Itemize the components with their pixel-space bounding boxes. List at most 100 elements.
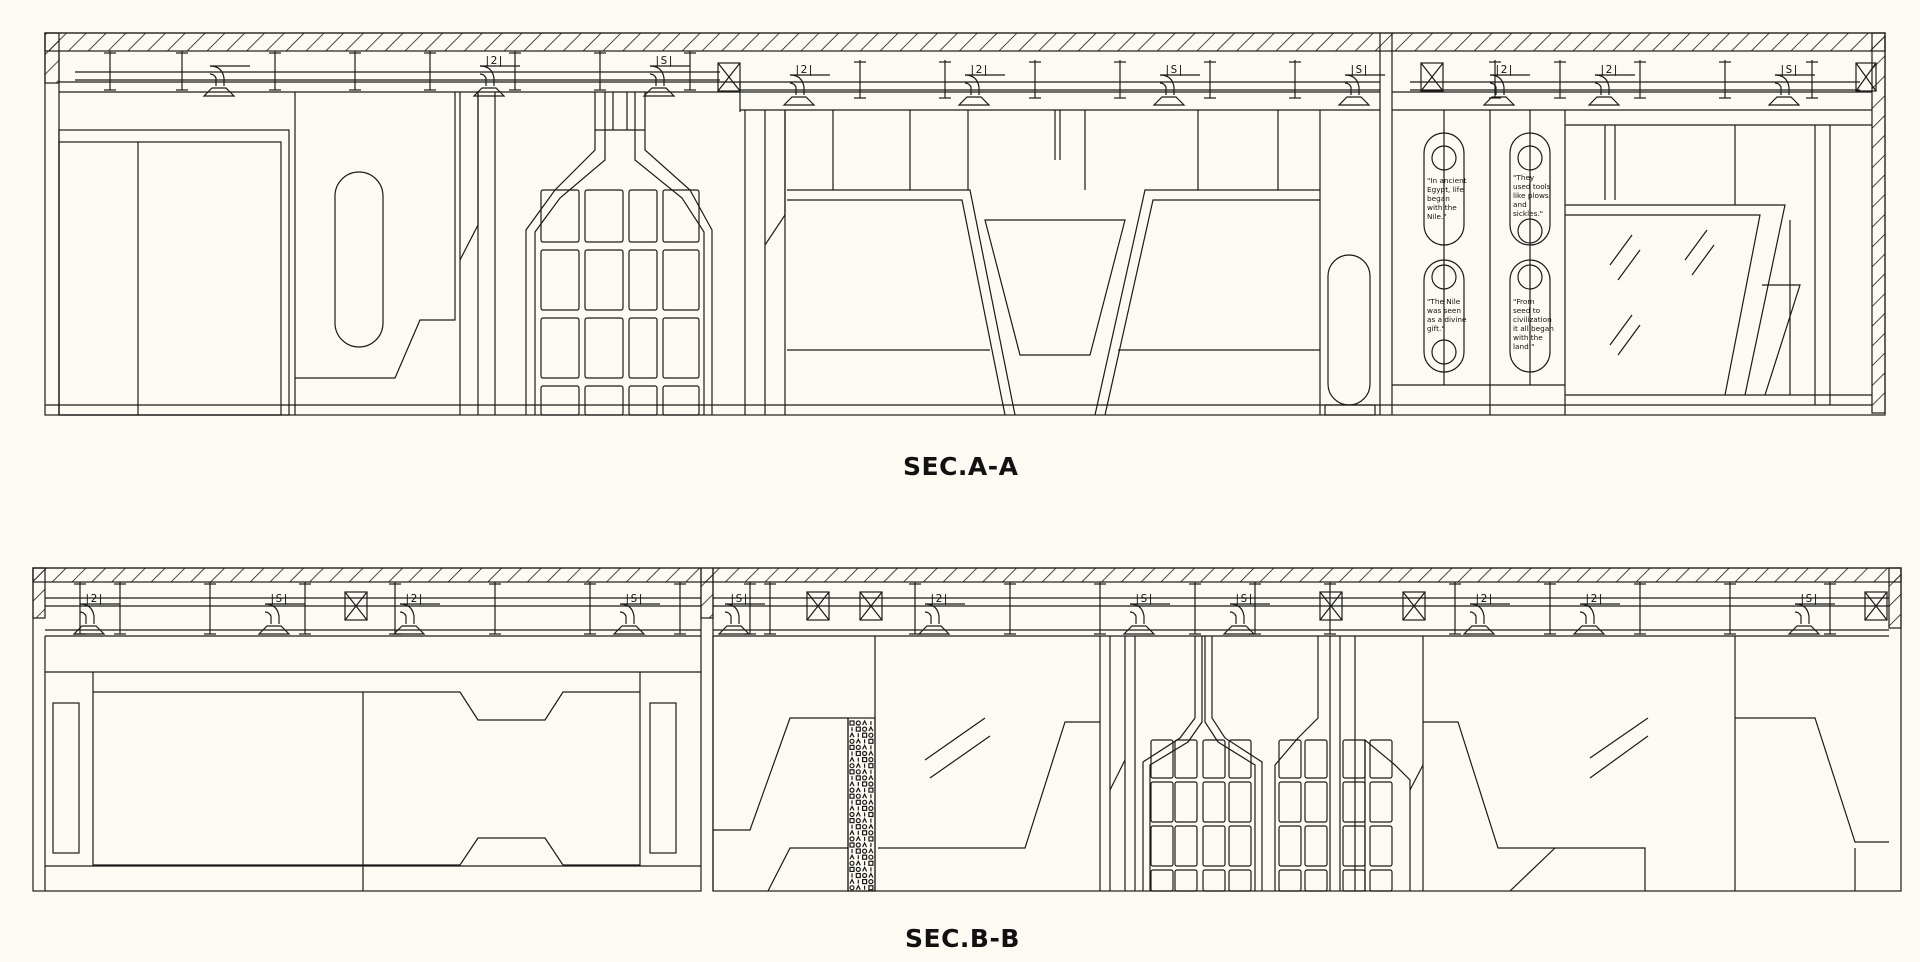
- glyph-icon: [849, 756, 855, 762]
- window-pane: [662, 189, 700, 243]
- hanger-icon: [584, 582, 596, 635]
- duct-elbow-icon: [257, 603, 305, 635]
- duct-size-label: |S|: [269, 592, 289, 605]
- glyph-icon: [849, 731, 855, 738]
- window-pane: [1174, 781, 1198, 823]
- glyph-icon: [849, 744, 855, 751]
- hanger-icon: [1724, 582, 1736, 635]
- duct-elbow-icon: [782, 74, 830, 106]
- glyph-icon: [855, 866, 861, 873]
- window-pane: [1304, 781, 1328, 823]
- right-wall-hatch-b: [1888, 567, 1902, 629]
- window-pane: [1278, 869, 1302, 892]
- hangers-b: [74, 582, 1836, 635]
- window-pane: [1304, 825, 1328, 867]
- glyph-icon: [868, 847, 874, 854]
- window-pane: [1228, 869, 1252, 892]
- hanger-icon: [1449, 582, 1461, 635]
- window-pane: [540, 317, 580, 379]
- glyph-icon: [868, 885, 874, 891]
- duct-elbow-icon: [1337, 74, 1385, 106]
- duct-elbow-icon: [202, 65, 250, 97]
- duct-elbow-icon: [392, 603, 440, 635]
- window-pane: [1369, 825, 1393, 867]
- glyph-icon: [868, 750, 874, 756]
- glyph-icon: [855, 884, 861, 890]
- window-pane: [628, 249, 658, 311]
- duct-elbow-icon: [1572, 603, 1620, 635]
- duct-elbows-a: [202, 65, 1815, 106]
- hanger-icon: [1204, 60, 1216, 99]
- duct-size-label: |2|: [404, 592, 424, 605]
- glyph-icon: [861, 872, 868, 879]
- glyph-icon: [855, 872, 861, 879]
- glyph-icon: [849, 811, 855, 818]
- window-grid-b: [1109, 636, 1424, 891]
- hanger-icon: [424, 51, 436, 91]
- glyph-icon: [855, 811, 861, 817]
- duct-size-label: |S|: [729, 592, 749, 605]
- glyph-icon: [868, 823, 874, 829]
- glyph-icon: [861, 854, 868, 860]
- hanger-icon: [204, 582, 216, 635]
- duct-elbow-icon: [472, 65, 520, 97]
- glyph-icon: [862, 866, 868, 872]
- roof-slab-b: [32, 567, 1902, 583]
- glyph-icon: [868, 787, 874, 793]
- duct-size-label: |2|: [1584, 592, 1604, 605]
- window-panes-b: [1150, 739, 1393, 892]
- glyph-icon: [855, 726, 861, 732]
- glyph-icon: [855, 842, 861, 848]
- window-pane: [628, 317, 658, 379]
- duct-elbow-icon: [72, 603, 120, 635]
- glyph-icon: [868, 854, 874, 860]
- hanger-icon: [1004, 582, 1016, 635]
- glyph-icon: [868, 798, 874, 805]
- hanger-icon: [1289, 60, 1301, 99]
- hanger-icon: [594, 51, 606, 91]
- left-room-b: [44, 636, 701, 891]
- glyph-icon: [855, 859, 861, 866]
- glyph-icon: [855, 817, 861, 824]
- glyph-icon: [849, 787, 855, 793]
- quote-capsule: [1509, 132, 1551, 246]
- glyph-icon: [861, 805, 868, 812]
- duct-elbow-icon: [1222, 603, 1270, 635]
- duct-elbow-icon: [1482, 74, 1530, 106]
- glyph-icon: [861, 726, 868, 732]
- hanger-icon: [684, 51, 696, 91]
- hanger-icon: [939, 60, 951, 99]
- glyph-icon: [868, 774, 874, 781]
- hanger-icon: [764, 582, 776, 635]
- glyph-icon: [861, 756, 868, 763]
- hieroglyph-strip: [847, 717, 876, 892]
- glyph-icon: [849, 878, 855, 884]
- window-pane: [584, 385, 624, 416]
- window-pane: [1369, 781, 1393, 823]
- section-a-frame: [44, 32, 1886, 416]
- hangers-a: [104, 51, 1818, 99]
- section-a-drawing: [44, 32, 1886, 416]
- hanger-icon: [744, 582, 756, 635]
- duct-elbow-icon: [1787, 603, 1835, 635]
- window-pane: [1202, 869, 1226, 892]
- dampers-b: [344, 591, 1888, 621]
- duct-size-label: |2|: [794, 63, 814, 76]
- glyph-icon: [849, 738, 855, 744]
- hanger-icon: [509, 51, 521, 91]
- glyph-icon: [861, 750, 868, 757]
- damper-icon: [859, 591, 883, 621]
- glyph-icon: [862, 792, 868, 799]
- glyph-icon: [861, 775, 868, 781]
- glyph-icon: [868, 732, 874, 738]
- left-wall-hatch-a: [44, 32, 60, 84]
- damper-icon: [1864, 591, 1888, 621]
- section-b-frame-left: [32, 567, 702, 892]
- hanger-icon: [1554, 60, 1566, 99]
- window-pane: [1202, 825, 1226, 867]
- glyph-icon: [849, 780, 855, 787]
- glyph-icon: [868, 738, 874, 744]
